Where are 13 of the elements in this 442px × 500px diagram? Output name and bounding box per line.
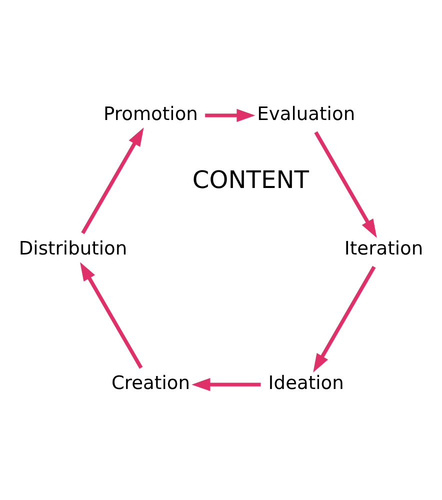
node-text: Distribution [18, 238, 128, 260]
arrow [81, 128, 144, 234]
arrow [80, 262, 143, 369]
arrow [205, 108, 256, 122]
node-text: Ideation [268, 373, 344, 394]
node-text: Iteration [344, 238, 424, 260]
arrow [313, 266, 376, 372]
node-text: Evaluation [257, 104, 356, 126]
label: CONTENT [192, 166, 310, 194]
node-text: Promotion [104, 104, 198, 126]
node-text: Creation [111, 373, 190, 394]
arrow [192, 378, 261, 392]
arrow [314, 131, 377, 238]
